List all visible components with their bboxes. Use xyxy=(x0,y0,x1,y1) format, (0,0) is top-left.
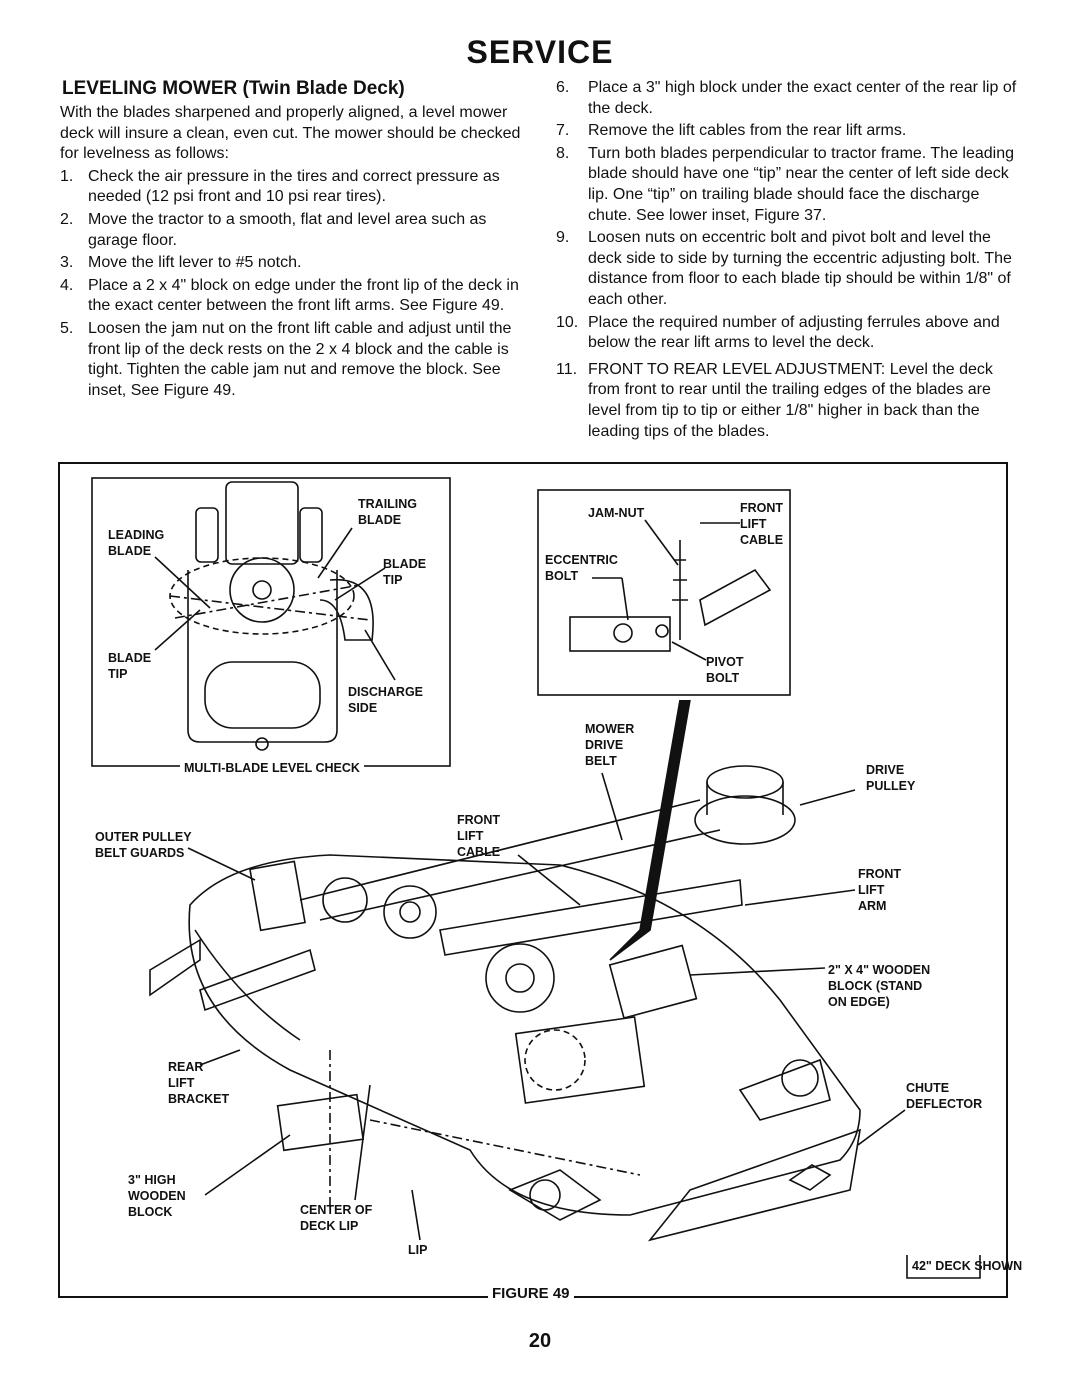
label-trailing-blade: TRAILING BLADE xyxy=(358,497,418,527)
step-item: 4. Place a 2 x 4" block on edge under the… xyxy=(60,276,530,317)
step-text: Place the required number of adjusting f… xyxy=(588,313,1000,352)
step-text: Remove the lift cables from the rear lif… xyxy=(588,122,907,140)
step-item: 11. FRONT TO REAR LEVEL ADJUSTMENT: Level… xyxy=(556,360,1026,442)
step-number: 10. xyxy=(556,313,579,331)
step-number: 9. xyxy=(556,229,570,247)
step-number: 2. xyxy=(60,210,74,228)
label-front-lift-arm: FRONT LIFT ARM xyxy=(858,867,902,913)
step-text: Place a 2 x 4" block on edge under the f… xyxy=(88,276,519,315)
section-heading: LEVELING MOWER (Twin Blade Deck) xyxy=(62,78,405,99)
step-text: Loosen nuts on eccentric bolt and pivot … xyxy=(588,229,1012,308)
step-number: 11. xyxy=(556,360,578,378)
step-number: 3. xyxy=(60,254,74,272)
step-number: 7. xyxy=(556,122,570,140)
label-3in-wooden-block: 3" HIGH WOODEN BLOCK xyxy=(128,1173,186,1219)
label-discharge-side: DISCHARGE SIDE xyxy=(348,685,424,715)
label-mower-drive-belt: MOWER DRIVE BELT xyxy=(585,722,635,768)
inset-title-level-check: MULTI-BLADE LEVEL CHECK xyxy=(180,760,364,776)
step-number: 1. xyxy=(60,167,74,185)
step-text: Place a 3" high block under the exact ce… xyxy=(588,79,1017,117)
label-center-of-deck-lip: CENTER OF DECK LIP xyxy=(300,1203,373,1233)
step-number: 8. xyxy=(556,144,570,162)
step-item: 8. Turn both blades perpendicular to trac… xyxy=(556,144,1026,226)
label-eccentric-bolt: ECCENTRIC BOLT xyxy=(545,553,618,583)
label-jam-nut: JAM-NUT xyxy=(588,506,645,520)
step-number: 5. xyxy=(60,319,74,337)
figure-caption: FIGURE 49 xyxy=(488,1285,574,1302)
label-lip: LIP xyxy=(408,1243,428,1257)
label-outer-pulley-belt-guards: OUTER PULLEY BELT GUARDS xyxy=(95,830,192,860)
label-front-lift-cable-inset: FRONT LIFT CABLE xyxy=(740,501,784,547)
step-item: 3. Move the lift lever to #5 notch. xyxy=(60,253,530,274)
step-item: 9. Loosen nuts on eccentric bolt and pivo… xyxy=(556,228,1026,310)
step-text: FRONT TO REAR LEVEL ADJUSTMENT: Level th… xyxy=(588,360,993,440)
label-deck-shown: 42" DECK SHOWN xyxy=(912,1259,1023,1273)
label-pivot-bolt: PIVOT BOLT xyxy=(706,655,744,685)
step-item: 2. Move the tractor to a smooth, flat and… xyxy=(60,210,530,251)
step-text: Turn both blades perpendicular to tracto… xyxy=(588,144,1015,224)
label-rear-lift-bracket: REAR LIFT BRACKET xyxy=(168,1060,230,1106)
page-title: SERVICE xyxy=(466,34,614,70)
label-front-lift-cable: FRONT LIFT CABLE xyxy=(457,813,501,859)
right-column: 6. Place a 3" high block under the exact … xyxy=(556,78,1026,444)
step-text: Move the tractor to a smooth, flat and l… xyxy=(88,210,487,249)
label-leading-blade: LEADING BLADE xyxy=(108,528,165,558)
step-text: Loosen the jam nut on the front lift cab… xyxy=(88,319,512,399)
left-column: With the blades sharpened and properly a… xyxy=(60,103,530,403)
page-number: 20 xyxy=(528,1330,552,1352)
step-number: 4. xyxy=(60,276,74,294)
step-item: 1. Check the air pressure in the tires an… xyxy=(60,167,530,208)
label-wooden-block-2x4: 2" x 4" WOODEN BLOCK (STAND ON EDGE) xyxy=(828,963,931,1009)
label-blade-tip-right: BLADE TIP xyxy=(383,557,427,587)
intro-paragraph: With the blades sharpened and properly a… xyxy=(60,104,521,163)
label-blade-tip-left: BLADE TIP xyxy=(108,651,152,681)
step-item: 6. Place a 3" high block under the exact … xyxy=(556,78,1026,119)
step-item: 7. Remove the lift cables from the rear l… xyxy=(556,121,1026,142)
label-chute-deflector: CHUTE DEFLECTOR xyxy=(906,1081,983,1111)
step-item: 5. Loosen the jam nut on the front lift c… xyxy=(60,319,530,401)
step-item: 10. Place the required number of adjustin… xyxy=(556,313,1026,354)
label-drive-pulley: DRIVE PULLEY xyxy=(866,763,916,793)
step-number: 6. xyxy=(556,79,570,96)
step-text: Move the lift lever to #5 notch. xyxy=(88,254,302,272)
step-text: Check the air pressure in the tires and … xyxy=(88,167,500,206)
